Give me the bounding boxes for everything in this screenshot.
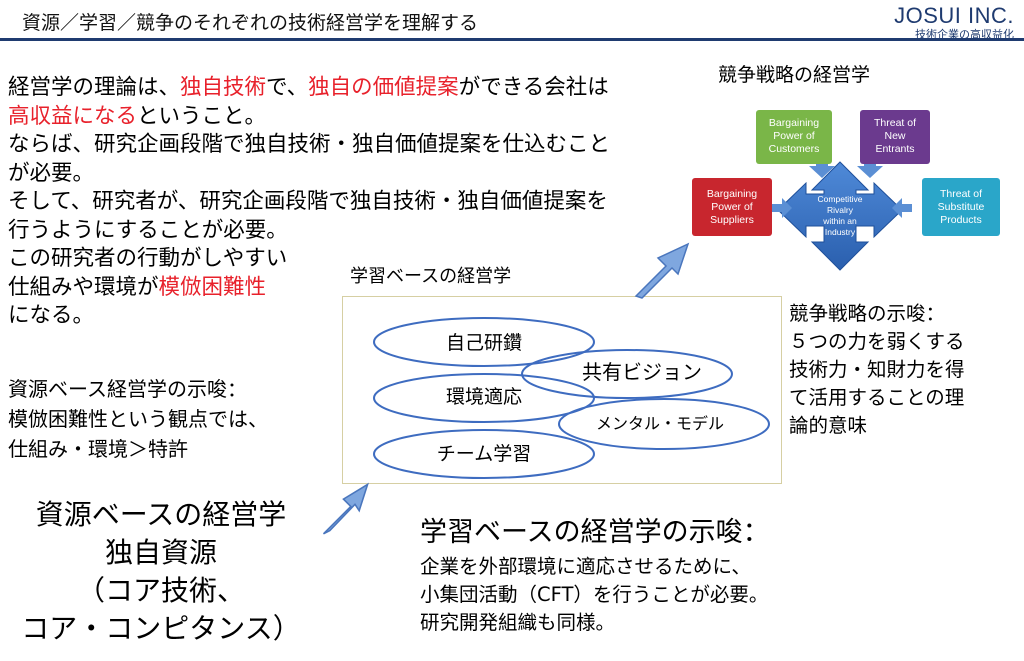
rivalry-line-2: Rivalry — [827, 205, 854, 215]
learning-based-implication: 学習ベースの経営学の示唆： 企業を外部環境に適応させるために、 小集団活動（CF… — [420, 517, 770, 634]
intro-line-1: 経営学の理論は、独自技術で、独自の価値提案ができる会社は — [8, 75, 609, 100]
highlight-unique-tech: 独自技術 — [180, 75, 267, 100]
suppliers-line-2: Power of — [711, 201, 753, 213]
intro-line-7: この研究者の行動がしやすい — [8, 246, 288, 271]
substitutes-line-1: Threat of — [940, 188, 982, 200]
intro-line-3: ならば、研究企画段階で独自技術・独自価値提案を仕込むこと — [8, 132, 611, 157]
suppliers-line-1: Bargaining — [707, 188, 757, 200]
brand-name: JOSUI INC. — [894, 3, 1014, 28]
substitutes-line-2: Substitute — [938, 201, 985, 213]
intro-line-4: が必要。 — [8, 160, 95, 186]
arrow-resource-to-learning — [322, 482, 369, 535]
learning-diagram: 自己研鑽 共有ビジョン 環境適応 メンタル・モデル チーム学習 — [373, 317, 770, 479]
highlight-high-profit: 高収益になる — [8, 103, 138, 129]
rivalry-line-1: Competitive — [818, 194, 863, 204]
rivalry-line-3: within an — [822, 216, 857, 226]
entrants-line-1: Threat of — [874, 117, 916, 129]
header-divider — [0, 38, 1024, 41]
resource-based-summary: 資源ベースの経営学 独自資源 （コア技術、 コア・コンピタンス） — [21, 498, 301, 645]
ellipse-label-mental-model: メンタル・モデル — [596, 414, 724, 433]
ellipse-label-self-improvement: 自己研鑽 — [446, 332, 522, 354]
highlight-unique-value: 独自の価値提案 — [308, 75, 459, 100]
highlight-inimitability: 模倣困難性 — [158, 274, 267, 300]
ellipse-label-shared-vision: 共有ビジョン — [582, 360, 702, 384]
resource-based-implication: 資源ベース経営学の示唆： 模倣困難性という観点では、 仕組み・環境＞特許 — [8, 377, 268, 461]
ellipse-team-learning — [373, 429, 595, 479]
five-forces-diagram: Bargaining Power of Customers Threat of … — [692, 110, 1000, 271]
force-box-suppliers — [692, 178, 772, 236]
force-box-entrants — [860, 110, 930, 164]
customers-line-2: Power of — [773, 130, 815, 142]
suppliers-line-3: Suppliers — [710, 214, 754, 226]
entrants-line-3: Entrants — [875, 143, 914, 155]
entrants-line-2: New — [884, 130, 905, 142]
arrow-entrants — [857, 156, 883, 178]
intro-line-8: 仕組みや環境が模倣困難性 — [8, 274, 267, 300]
rivalry-cross-arrow — [777, 161, 903, 271]
competitive-strategy-title: 競争戦略の経営学 — [718, 64, 871, 86]
arrow-customers — [809, 156, 835, 178]
ellipse-label-team-learning: チーム学習 — [437, 443, 531, 465]
ellipse-mental-model — [558, 398, 770, 450]
force-box-customers — [756, 110, 832, 164]
intro-line-6: 行うようにすることが必要。 — [8, 217, 288, 243]
rivalry-line-4: Industry — [825, 227, 856, 237]
customers-line-3: Customers — [769, 143, 820, 155]
brand-tagline: 技術企業の高収益化 — [915, 28, 1014, 41]
force-box-substitutes — [922, 178, 1000, 236]
arrow-learning-to-competition — [634, 242, 690, 299]
ellipse-self-improvement — [373, 317, 595, 367]
ellipse-label-adaptation: 環境適応 — [446, 386, 522, 408]
intro-paragraph: 経営学の理論は、独自技術で、独自の価値提案ができる会社は 高収益になるということ… — [8, 74, 610, 331]
intro-line-2: 高収益になるということ。 — [8, 103, 267, 129]
intro-line-5: そして、研究者が、研究企画段階で独自技術・独自価値提案を — [8, 189, 608, 214]
ellipse-adaptation — [373, 373, 595, 423]
arrow-suppliers — [772, 198, 792, 218]
learning-based-title: 学習ベースの経営学 — [350, 266, 512, 287]
page-title: 資源／学習／競争のそれぞれの技術経営学を理解する — [22, 12, 479, 34]
arrow-substitutes — [892, 198, 912, 218]
competitive-strategy-implication: 競争戦略の示唆： ５つの力を弱くする 技術力・知財力を得 て活用することの理 論… — [789, 302, 965, 437]
ellipse-shared-vision — [521, 349, 733, 399]
brand-logo: JOSUI INC. 技術企業の高収益化 — [894, 3, 1014, 42]
customers-line-1: Bargaining — [769, 117, 819, 129]
substitutes-line-3: Products — [940, 214, 981, 226]
intro-line-9: になる。 — [8, 303, 95, 328]
